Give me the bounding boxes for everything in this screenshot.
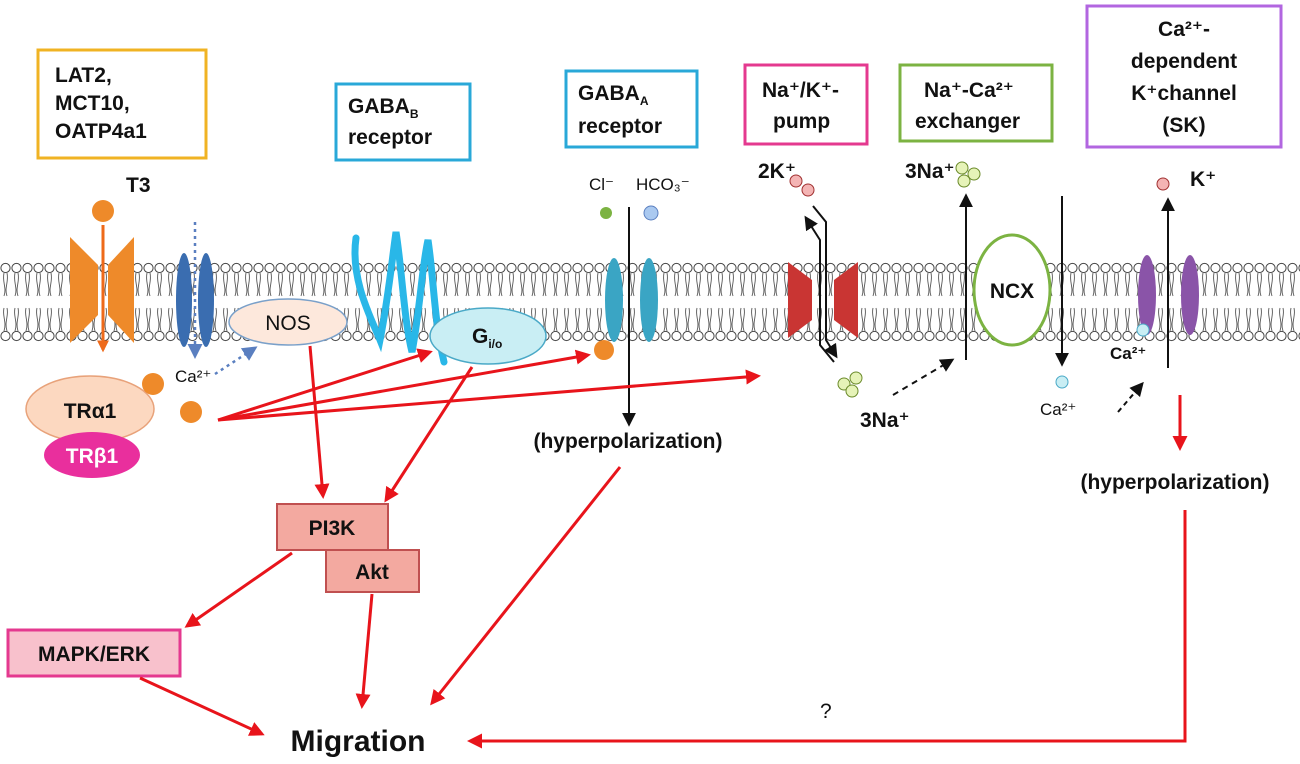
arrow-t3-to-gio <box>217 348 433 422</box>
gabaa-receptor-text: receptor <box>578 115 662 138</box>
akt-label: Akt <box>355 561 389 584</box>
hyperpolarization-right: (hyperpolarization) <box>1080 471 1269 494</box>
chloride-label: Cl⁻ <box>589 175 614 194</box>
potassium-ion-sk <box>1156 177 1170 191</box>
na-ca-exchanger-line1: Na⁺-Ca²⁺ <box>924 79 1014 102</box>
bicarbonate-label: HCO₃⁻ <box>636 175 690 194</box>
pi3k-label: PI3K <box>309 517 356 540</box>
tr-beta1-label: TRβ1 <box>66 445 119 468</box>
t3-molecule <box>92 200 114 222</box>
calcium-to-sk-dashed <box>1117 381 1144 413</box>
t3-transporter <box>70 225 134 353</box>
chloride-ion <box>600 207 612 219</box>
calcium-ion-sk <box>1136 323 1150 337</box>
gabab-receptor-coil <box>351 231 448 366</box>
na-k-pump <box>788 205 858 363</box>
hyperpolarization-left: (hyperpolarization) <box>533 430 722 453</box>
arrow-pi3k-to-mapk <box>184 551 293 628</box>
question-mark: ? <box>820 700 832 723</box>
akt-box: Akt <box>325 549 420 593</box>
gabab-receptor-text: receptor <box>348 126 432 149</box>
signal-arrows <box>139 345 1188 749</box>
calcium-sk-label: Ca²⁺ <box>1110 344 1146 363</box>
transporters-box: LAT2, MCT10, OATP4a1 <box>36 48 208 160</box>
three-sodium-top-label: 3Na⁺ <box>905 160 955 183</box>
gabab-receptor-box: GABAB receptor <box>334 82 472 162</box>
transporter-lat2: LAT2, <box>55 64 112 87</box>
potassium-pair-top <box>789 174 815 197</box>
arrow-akt-to-migration <box>355 593 374 709</box>
nos-label: NOS <box>265 312 311 335</box>
arrow-gio-to-pi3k <box>384 366 474 503</box>
na-ca-exchanger-box: Na⁺-Ca²⁺ exchanger <box>898 63 1054 143</box>
arrow-t3-to-gabaa <box>217 349 591 422</box>
arrow-gabaa-to-migration <box>430 466 622 706</box>
gabab-label: GABAB <box>348 95 419 121</box>
potassium-sk-label: K⁺ <box>1190 168 1216 191</box>
arrow-t3-to-nak-pump <box>217 369 761 422</box>
t3-free-cytosol <box>180 401 202 423</box>
gabaa-receptor-box: GABAA receptor <box>564 69 699 149</box>
sodium-to-ncx-dashed <box>892 358 955 396</box>
calcium-ion-ncx <box>1055 375 1069 389</box>
mapk-erk-box: MAPK/ERK <box>6 628 182 678</box>
tr-alpha1-label: TRα1 <box>64 400 117 423</box>
gabaa-t3-binding <box>594 340 614 360</box>
sk-channel-box: Ca²⁺- dependent K⁺channel (SK) <box>1085 4 1283 149</box>
calcium-ion-label: Ca²⁺ <box>175 367 211 386</box>
transporter-oatp4a1: OATP4a1 <box>55 120 147 143</box>
na-ca-exchanger-line2: exchanger <box>915 110 1020 133</box>
sk-box-line3: K⁺channel <box>1131 82 1237 105</box>
na-k-pump-line2: pump <box>773 110 830 133</box>
sodium-triplet-top <box>955 161 981 188</box>
gio-label: Gi/o <box>472 325 502 351</box>
two-potassium-label: 2K⁺ <box>758 160 796 183</box>
na-k-pump-box: Na⁺/K⁺- pump <box>743 63 869 146</box>
calcium-channel <box>176 222 258 376</box>
t3-label: T3 <box>126 174 151 197</box>
ncx-exchanger <box>959 193 1069 367</box>
calcium-ncx-label: Ca²⁺ <box>1040 400 1076 419</box>
gio-protein <box>429 307 547 365</box>
mapk-erk-label: MAPK/ERK <box>38 643 150 666</box>
arrow-mapk-to-migration <box>139 676 265 736</box>
sk-box-line4: (SK) <box>1162 114 1205 137</box>
pi3k-box: PI3K <box>276 503 389 551</box>
bicarbonate-ion <box>643 205 659 221</box>
gabaa-label: GABAA <box>578 82 649 108</box>
sk-box-line1: Ca²⁺- <box>1158 18 1210 41</box>
sk-channel <box>1138 197 1199 368</box>
arrow-sk-to-migration <box>467 510 1187 749</box>
na-k-pump-line1: Na⁺/K⁺- <box>762 79 839 102</box>
t3-bound-receptor <box>142 373 164 395</box>
ncx-label: NCX <box>990 280 1034 303</box>
tr-beta1 <box>44 432 140 478</box>
sk-box-line2: dependent <box>1131 50 1237 73</box>
sodium-triplet-bottom <box>837 371 863 398</box>
migration-label: Migration <box>291 725 426 758</box>
arrow-nos-to-pi3k <box>308 345 330 499</box>
transporter-mct10: MCT10, <box>55 92 130 115</box>
nos-enzyme <box>228 298 348 346</box>
three-sodium-bottom-label: 3Na⁺ <box>860 409 910 432</box>
